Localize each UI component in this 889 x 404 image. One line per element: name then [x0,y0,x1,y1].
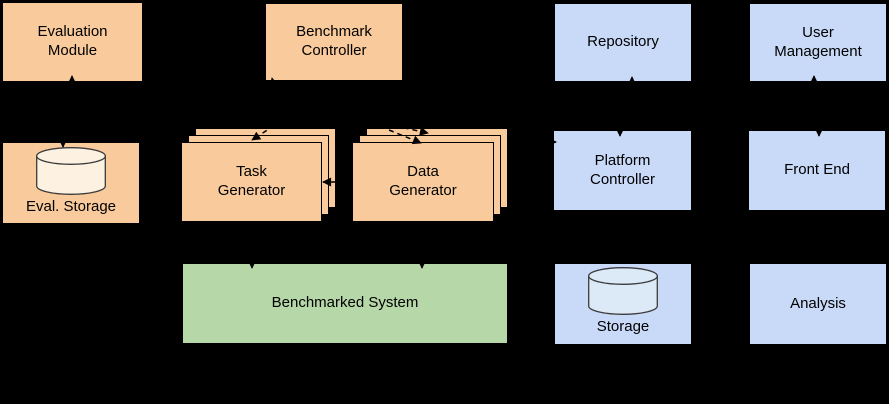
node-label: Data Generator [389,163,457,199]
node-data-generator: Data Generator [352,142,494,222]
node-evaluation-module: Evaluation Module [2,2,143,82]
node-storage: Storage [554,263,692,345]
node-label: Eval. Storage [25,198,117,215]
node-label: Benchmark Controller [296,23,372,59]
arrow-task-generator-to-controller [269,77,282,121]
node-eval-storage: Eval. Storage [2,142,140,224]
node-front-end: Front End [748,130,886,211]
node-label: Front End [784,161,850,179]
node-platform-controller: Platform Controller [553,130,692,211]
node-label: Evaluation Module [37,23,108,59]
node-benchmarked-system: Benchmarked System [182,263,508,344]
node-repository: Repository [554,3,692,82]
node-label: Benchmarked System [271,294,419,312]
node-label: Analysis [790,294,846,312]
node-analysis: Analysis [749,263,887,345]
node-label: Task Generator [217,163,286,199]
node-label: Repository [587,33,659,51]
node-task-generator: Task Generator [181,142,322,222]
node-user-management: User Management [749,3,887,82]
node-label: Platform Controller [589,151,656,188]
node-label: Storage [596,318,650,335]
node-label: User Management [774,23,862,60]
database-icon [588,267,658,315]
node-benchmark-controller: Benchmark Controller [265,3,403,81]
database-icon [36,147,106,195]
